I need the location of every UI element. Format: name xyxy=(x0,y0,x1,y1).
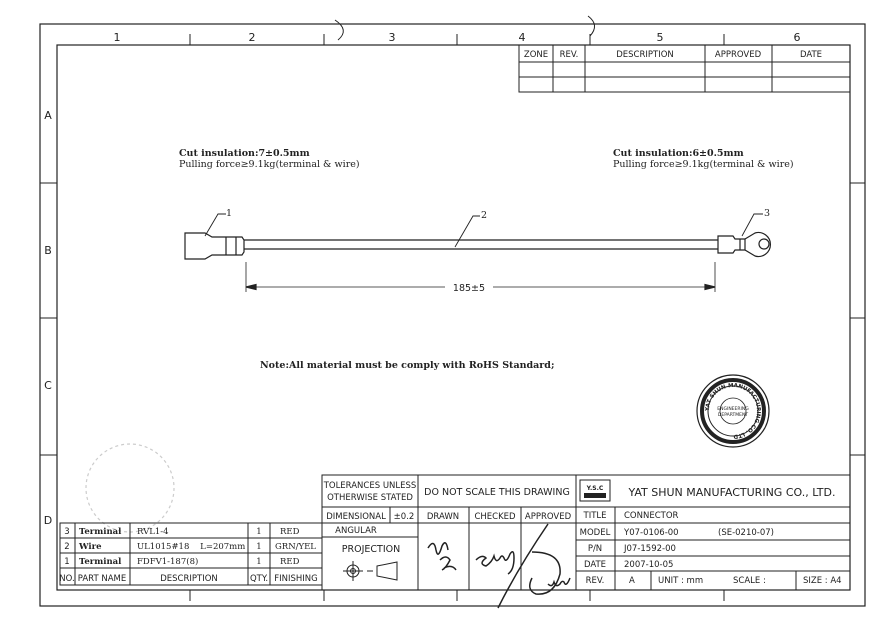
column-label-2: 2 xyxy=(249,31,256,44)
stamp-ring-text: YAT SHUN MANUFACTURING CO. LTD. xyxy=(0,0,761,439)
title-value: CONNECTOR xyxy=(624,511,679,521)
dimensional-label: DIMENSIONAL xyxy=(326,512,386,522)
company-name: YAT SHUN MANUFACTURING CO., LTD. xyxy=(628,486,836,499)
third-angle-projection-symbol xyxy=(343,561,398,581)
faint-stamp xyxy=(85,443,175,533)
bom-header-part-name: PART NAME xyxy=(78,574,126,584)
cable-assembly xyxy=(184,213,772,292)
left-terminal xyxy=(184,232,245,260)
bom-cell-finishing: RED xyxy=(280,527,300,537)
column-label-1: 1 xyxy=(114,31,121,44)
table-row: 1 Terminal FDFV1-187(8) 1 RED xyxy=(64,556,299,567)
title-block-grid xyxy=(59,474,851,591)
bom-header-finishing: FINISHING xyxy=(274,574,318,584)
date-value: 2007-10-05 xyxy=(624,560,673,570)
stamp-center-line1: ENGINEERING xyxy=(717,406,749,412)
column-label-3: 3 xyxy=(389,31,396,44)
dimensional-value: ±0.2 xyxy=(394,512,415,522)
company-logo-text: Y.S.C xyxy=(586,485,604,492)
approved-label: APPROVED xyxy=(525,512,572,522)
model-reference: (SE-0210-07) xyxy=(718,528,774,538)
inner-border xyxy=(56,44,851,591)
rev-label: REV. xyxy=(586,576,605,586)
bom-cell-description: RVL1-4 xyxy=(137,527,169,537)
bom-cell-qty: 1 xyxy=(256,542,261,552)
engineering-stamp: ENGINEERING DEPARTMENT YAT SHUN MANUFACT… xyxy=(0,0,770,448)
bom-cell-no: 1 xyxy=(64,557,69,567)
left-cut-insulation-note: Cut insulation:7±0.5mm xyxy=(179,148,310,159)
column-label-5: 5 xyxy=(657,31,664,44)
drawn-label: DRAWN xyxy=(427,512,459,522)
length-dimension: 185±5 xyxy=(453,283,485,294)
bom-cell-finishing: GRN/YEL xyxy=(275,542,316,552)
bom-header-qty: QTY. xyxy=(250,574,268,584)
checked-label: CHECKED xyxy=(474,512,516,522)
revision-block xyxy=(518,44,851,93)
bom-header-description: DESCRIPTION xyxy=(160,574,218,584)
bom-cell-qty: 1 xyxy=(256,527,261,537)
approved-signature xyxy=(497,523,571,609)
row-label-d: D xyxy=(44,514,52,527)
pn-value: J07-1592-00 xyxy=(623,544,676,554)
outer-border xyxy=(39,23,866,607)
rev-header-description: DESCRIPTION xyxy=(616,50,674,60)
rev-header-date: DATE xyxy=(800,50,822,60)
ring-terminal-body xyxy=(717,235,746,254)
row-label-a: A xyxy=(44,109,52,122)
signatures xyxy=(427,523,571,609)
rev-header-rev: REV. xyxy=(560,50,579,60)
bom-cell-part: Terminal xyxy=(79,527,122,537)
company-logo-bar xyxy=(584,493,606,498)
tolerance-line2: OTHERWISE STATED xyxy=(327,493,413,503)
tolerance-line1: TOLERANCES UNLESS xyxy=(323,481,417,491)
callout-2: 2 xyxy=(481,210,487,221)
rohs-note: Note:All material must be comply with Ro… xyxy=(260,360,554,371)
left-pulling-force-note: Pulling force≥9.1kg(terminal & wire) xyxy=(179,159,360,170)
stamp-center-line2: DEPARTMENT xyxy=(718,412,748,418)
ring-terminal-hole xyxy=(758,238,770,250)
bom-cell-description: UL1015#18 L=207mm xyxy=(137,542,245,552)
bom-cell-description: FDFV1-187(8) xyxy=(137,556,198,567)
right-pulling-force-note: Pulling force≥9.1kg(terminal & wire) xyxy=(613,159,794,170)
svg-text:YAT SHUN MANUFACTURING CO. LTD: YAT SHUN MANUFACTURING CO. LTD. xyxy=(0,0,761,439)
size-text: SIZE : A4 xyxy=(803,576,842,586)
column-ticks xyxy=(40,15,865,601)
row-label-c: C xyxy=(44,379,52,392)
angular-label: ANGULAR xyxy=(335,526,377,536)
rev-header-zone: ZONE xyxy=(524,50,548,60)
checked-signature xyxy=(475,551,515,575)
rev-value: A xyxy=(629,576,635,586)
bom-cell-qty: 1 xyxy=(256,557,261,567)
scale-text: SCALE : xyxy=(733,576,766,586)
right-cut-insulation-note: Cut insulation:6±0.5mm xyxy=(613,148,744,159)
bom-cell-part: Terminal xyxy=(79,557,122,567)
column-label-6: 6 xyxy=(794,31,801,44)
title-label: TITLE xyxy=(583,511,607,521)
bom-cell-no: 2 xyxy=(64,542,69,552)
unit-text: UNIT : mm xyxy=(658,576,703,586)
date-label: DATE xyxy=(584,560,606,570)
bom-cell-no: 3 xyxy=(64,527,69,537)
bom-cell-finishing: RED xyxy=(280,557,300,567)
rev-header-approved: APPROVED xyxy=(715,50,762,60)
projection-label: PROJECTION xyxy=(342,544,400,555)
do-not-scale-text: DO NOT SCALE THIS DRAWING xyxy=(424,487,570,498)
callout-1: 1 xyxy=(226,208,232,219)
drawn-signature xyxy=(427,542,457,571)
callout-3: 3 xyxy=(764,208,770,219)
model-value: Y07-0106-00 xyxy=(623,528,679,538)
table-row: 3 Terminal RVL1-4 1 RED xyxy=(64,527,299,537)
ring-terminal-eye xyxy=(744,231,772,258)
table-row: 2 Wire UL1015#18 L=207mm 1 GRN/YEL xyxy=(64,542,316,552)
model-label: MODEL xyxy=(580,528,611,538)
row-label-b: B xyxy=(44,244,52,257)
pn-label: P/N xyxy=(588,544,602,554)
bom-header-no: NO. xyxy=(59,574,74,584)
column-label-4: 4 xyxy=(519,31,526,44)
bom-cell-part: Wire xyxy=(78,542,102,552)
